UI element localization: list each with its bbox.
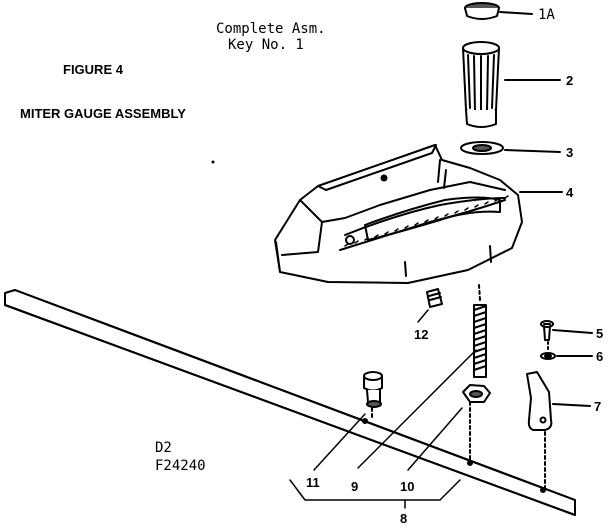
callout-8: 8 (400, 511, 408, 526)
miter-gauge-body-part (274, 144, 563, 284)
callout-9: 9 (351, 479, 359, 494)
figure-label: FIGURE 4 (63, 62, 123, 77)
hex-nut-part (462, 384, 491, 461)
callout-3: 3 (566, 145, 574, 160)
callout-11: 11 (306, 475, 320, 490)
set-screw-part (426, 288, 443, 308)
callout-10: 10 (400, 479, 415, 494)
knob-part (462, 41, 561, 128)
stop-pin-part (363, 371, 383, 419)
callout-leaders (289, 309, 477, 509)
washer-part (460, 141, 561, 155)
degree-scale-ticks (344, 195, 509, 247)
bracket-part (526, 341, 591, 489)
callout-2: 2 (566, 73, 574, 88)
diagram-title: MITER GAUGE ASSEMBLY (20, 106, 186, 121)
assembly-note-line2: Key No. 1 (228, 37, 304, 53)
callout-5: 5 (596, 326, 604, 341)
assembly-note-line1: Complete Asm. (216, 21, 326, 37)
threaded-rod-part (473, 284, 487, 378)
callout-6: 6 (596, 349, 604, 364)
callout-7: 7 (594, 399, 602, 414)
knob-cap-part (464, 2, 533, 20)
drawing-code-line2: F24240 (155, 458, 206, 474)
callout-1a: 1A (538, 7, 555, 23)
callout-12: 12 (414, 327, 429, 342)
screw-part (540, 320, 593, 341)
drawing-code-line1: D2 (155, 440, 172, 456)
lock-washer-part (540, 352, 593, 360)
callout-4: 4 (566, 185, 574, 200)
miter-bar-part (4, 289, 576, 516)
